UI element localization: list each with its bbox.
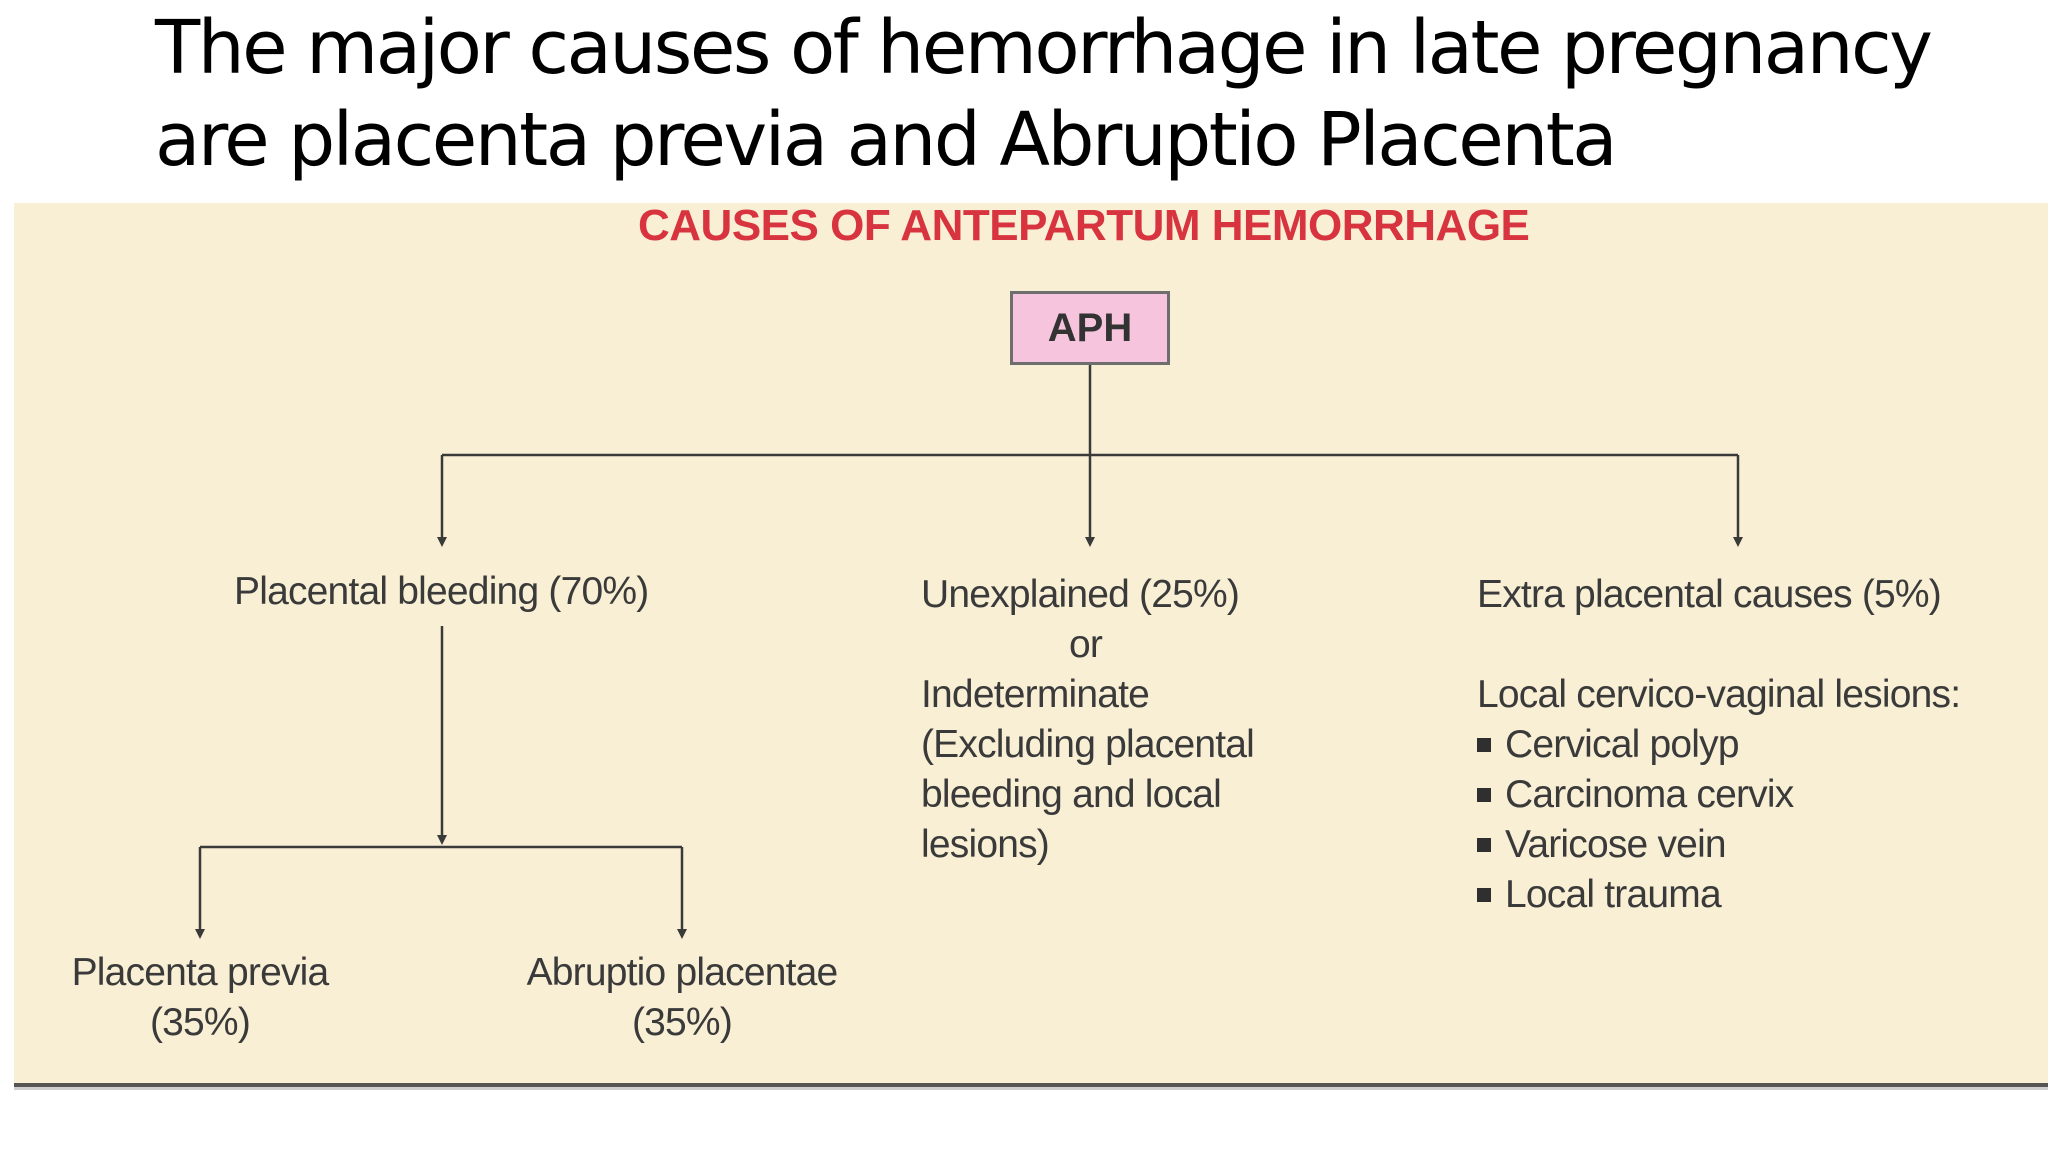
unexplained-node: Unexplained (25%) or Indeterminate (Excl… [921, 570, 1255, 870]
spacer [1477, 620, 1960, 670]
unexplained-indeterminate: Indeterminate [921, 673, 1150, 716]
unexplained-note-1: (Excluding placental [921, 723, 1255, 766]
unexplained-note-2: bleeding and local [921, 773, 1222, 816]
aph-root-box: APH [1010, 291, 1170, 365]
abruptio-placentae-node: Abruptio placentae (35%) [502, 948, 862, 1048]
lesion-list: Cervical polyp Carcinoma cervix Varicose… [1477, 720, 1960, 920]
list-item: Local trauma [1477, 870, 1960, 920]
diagram-title: CAUSES OF ANTEPARTUM HEMORRHAGE [638, 201, 1530, 250]
lesion-local-trauma: Local trauma [1505, 873, 1722, 916]
square-bullet-icon [1477, 838, 1491, 852]
list-item: Cervical polyp [1477, 720, 1960, 770]
square-bullet-icon [1477, 738, 1491, 752]
abruptio-placentae-name: Abruptio placentae [526, 951, 839, 994]
placenta-previa-percent: (35%) [149, 1001, 251, 1044]
unexplained-or: or [1069, 623, 1103, 666]
lesion-carcinoma-cervix: Carcinoma cervix [1505, 773, 1794, 816]
unexplained-note-3: lesions) [921, 823, 1050, 866]
square-bullet-icon [1477, 888, 1491, 902]
placenta-previa-name: Placenta previa [71, 951, 330, 994]
placental-bleeding-label: Placental bleeding (70%) [234, 570, 649, 613]
placenta-previa-node: Placenta previa (35%) [50, 948, 350, 1048]
extra-placental-node: Extra placental causes (5%) Local cervic… [1477, 570, 1961, 920]
extra-placental-sublabel: Local cervico-vaginal lesions: [1477, 673, 1961, 716]
lesion-varicose-vein: Varicose vein [1505, 823, 1727, 866]
extra-placental-label: Extra placental causes (5%) [1477, 573, 1942, 616]
abruptio-placentae-percent: (35%) [631, 1001, 733, 1044]
panel-shadow [14, 1087, 2048, 1090]
lesion-cervical-polyp: Cervical polyp [1505, 723, 1740, 766]
slide-title-line-2: are placenta previa and Abruptio Placent… [155, 97, 1618, 183]
slide-title-line-1: The major causes of hemorrhage in late p… [155, 5, 1933, 91]
list-item: Carcinoma cervix [1477, 770, 1960, 820]
list-item: Varicose vein [1477, 820, 1960, 870]
square-bullet-icon [1477, 788, 1491, 802]
slide-title: The major causes of hemorrhage in late p… [155, 2, 1955, 186]
unexplained-label: Unexplained (25%) [921, 573, 1240, 616]
